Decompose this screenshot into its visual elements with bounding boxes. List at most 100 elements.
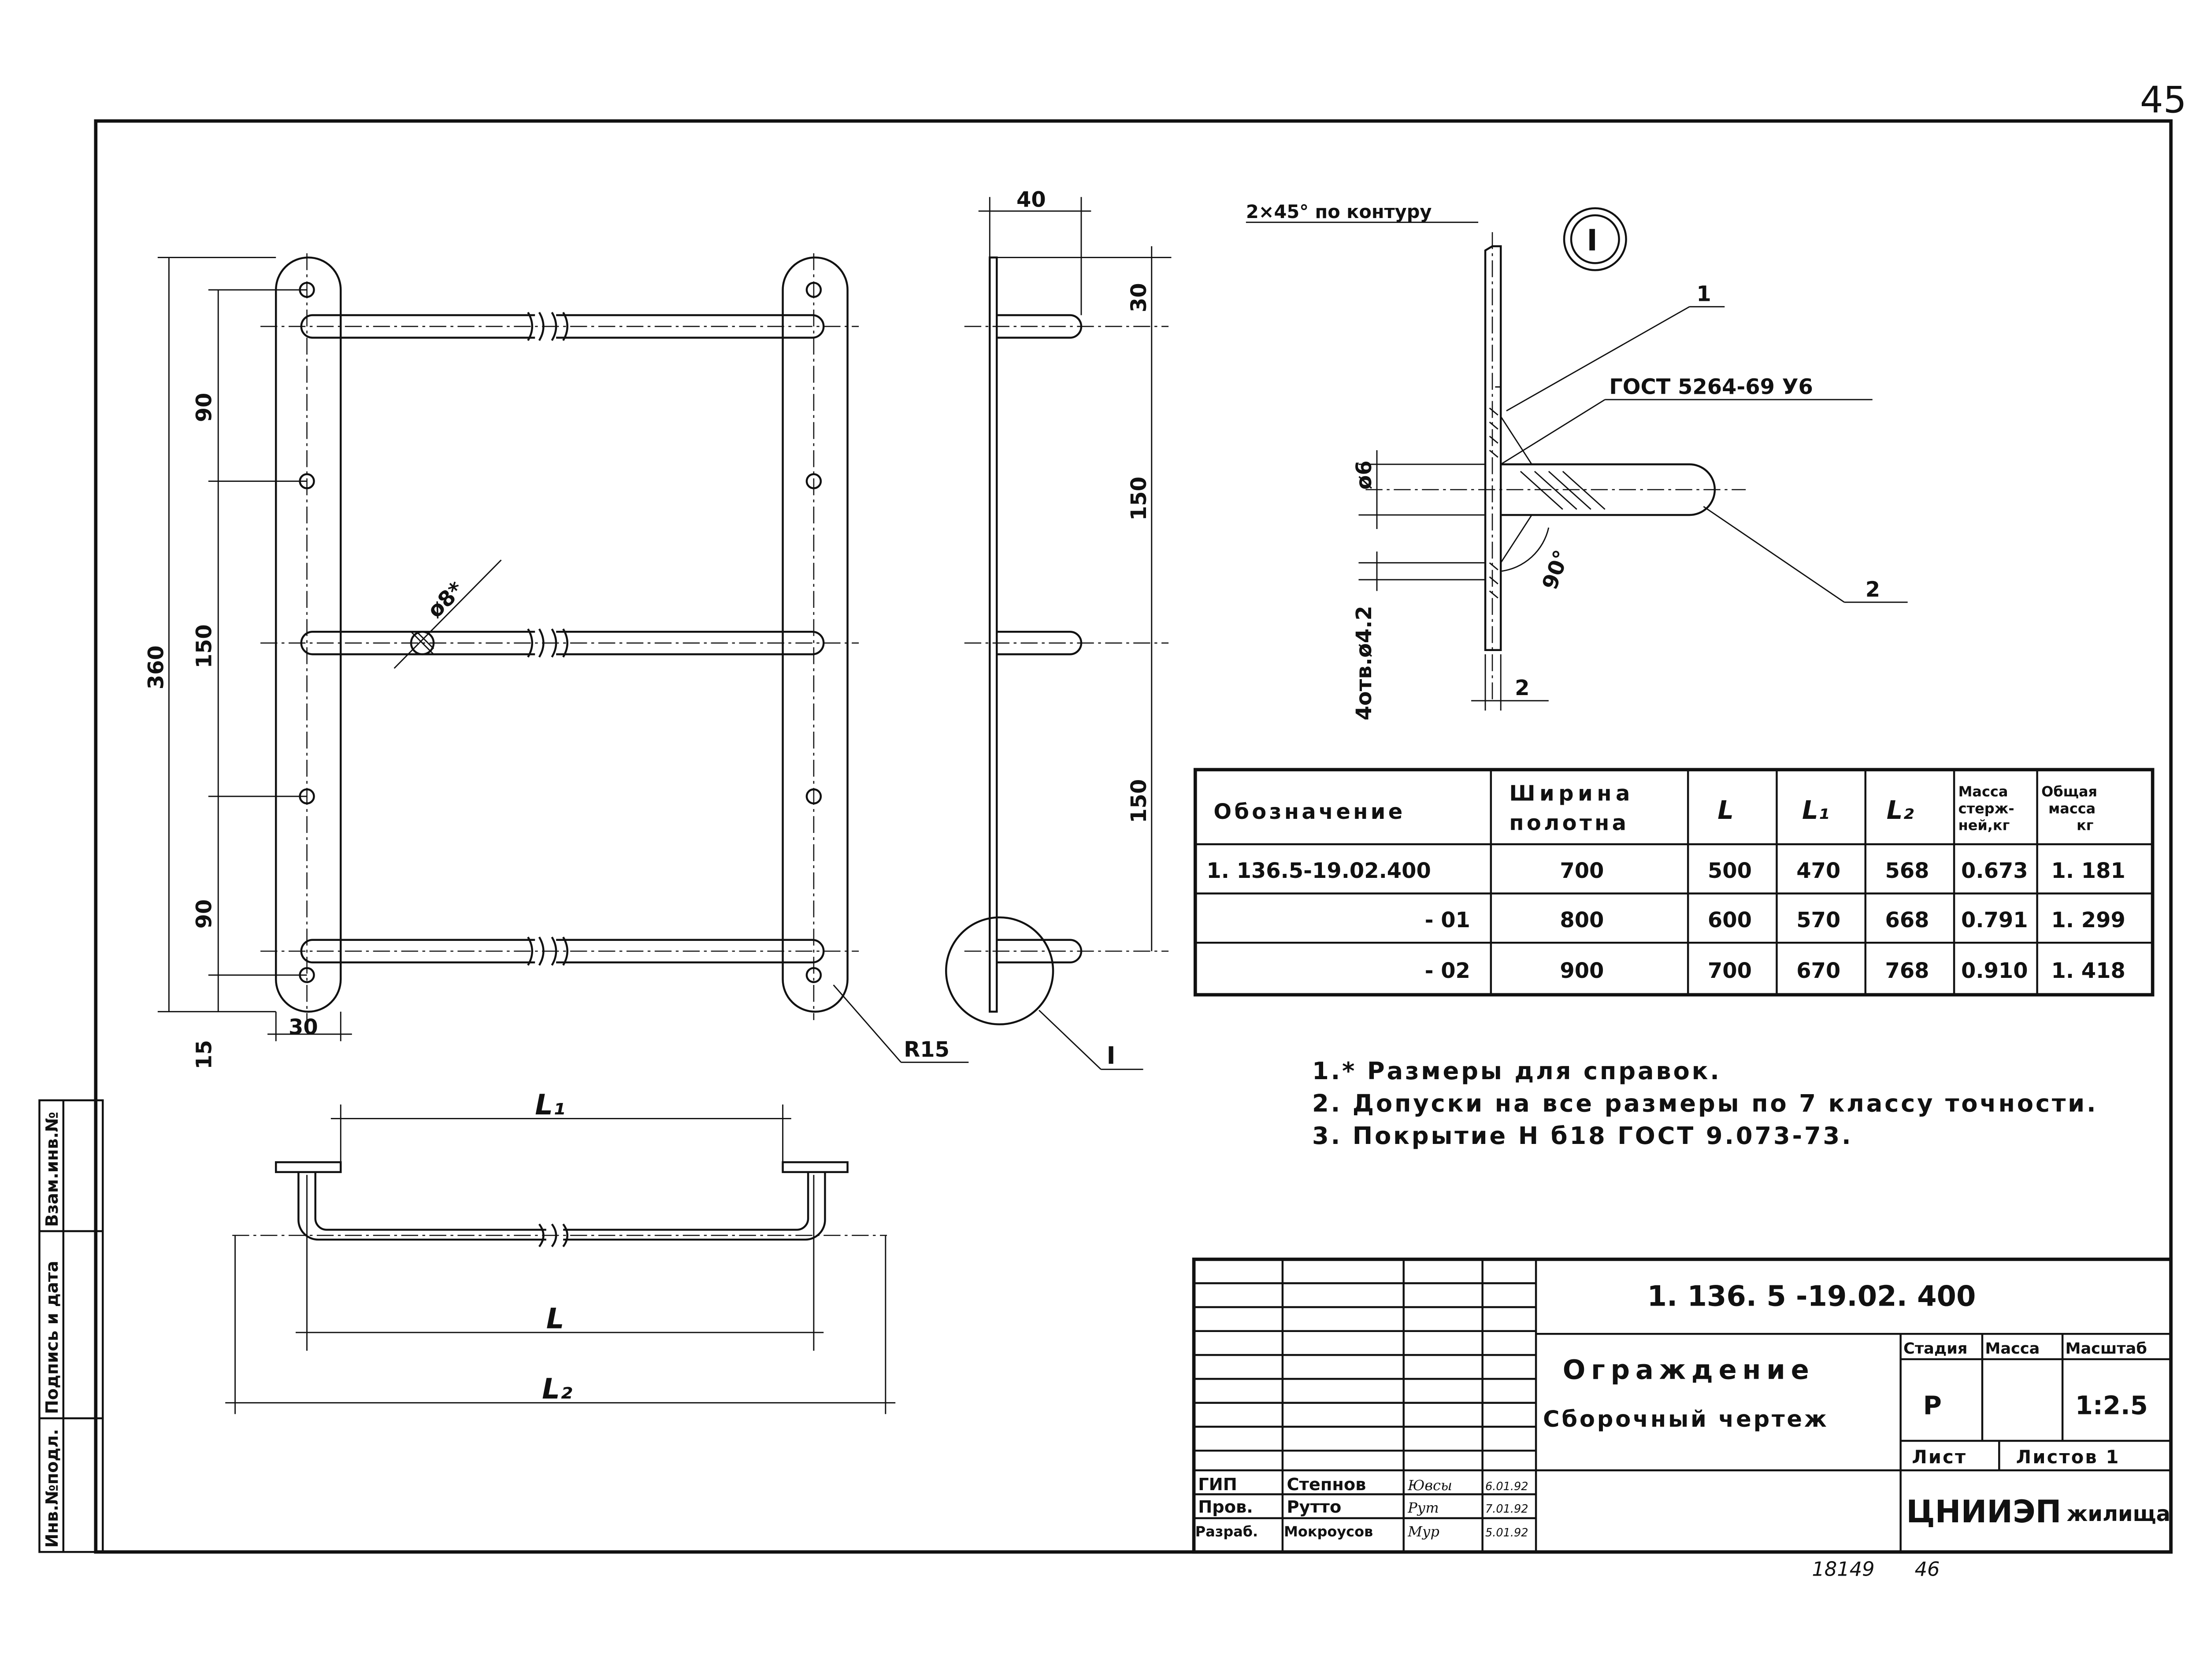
plan-l: L <box>546 1303 564 1335</box>
row2-total: 1. 418 <box>2051 959 2125 983</box>
weld-note: ГОСТ 5264-69 У6 <box>1609 375 1813 399</box>
strip-replace-inv: Взам.инв.№ <box>42 1112 62 1227</box>
title: Ограждение <box>1563 1354 1815 1385</box>
subtitle: Сборочный чертеж <box>1543 1406 1829 1432</box>
dim-40: 40 <box>1016 188 1046 212</box>
stage-label: Стадия <box>1903 1340 1967 1358</box>
row0-l1: 470 <box>1796 859 1840 883</box>
row2-designation: - 02 <box>1425 959 1470 983</box>
staff-sign-1: Рут <box>1407 1499 1439 1516</box>
row0-l: 500 <box>1708 859 1752 883</box>
plan-l2: L₂ <box>542 1373 572 1406</box>
leader-1: 1 <box>1696 282 1711 307</box>
detail-callout-circle <box>945 916 1054 1025</box>
staff-sign-2: Мур <box>1407 1523 1439 1540</box>
row2-l: 700 <box>1708 959 1752 983</box>
strip-inv-number: Инв.№подл. <box>42 1429 62 1548</box>
dim-150-top: 150 <box>192 624 216 668</box>
leader-2: 2 <box>1866 577 1880 602</box>
staff-date-1: 7.01.92 <box>1485 1502 1528 1516</box>
sheets-label: Листов 1 <box>2016 1446 2120 1468</box>
row0-total: 1. 181 <box>2051 859 2125 883</box>
row2-l2: 768 <box>1885 959 1929 983</box>
row0-width: 700 <box>1560 859 1604 883</box>
hdr-total-1: Общая <box>2041 783 2097 800</box>
staff-name-2: Мокроусов <box>1284 1523 1373 1540</box>
detail-mark: I <box>1587 223 1598 258</box>
row1-l1: 570 <box>1796 908 1840 933</box>
note-2: 2. Допуски на все размеры по 7 классу то… <box>1312 1090 2098 1118</box>
org-main: ЦНИИЭП <box>1906 1494 2061 1530</box>
stage-value: Р <box>1923 1391 1942 1420</box>
side-view: 40 30 150 150 I <box>945 188 1172 1070</box>
holes-label: 4отв.ø4.2 <box>1352 606 1376 720</box>
staff-date-0: 6.01.92 <box>1485 1480 1528 1493</box>
row2-l1: 670 <box>1796 959 1840 983</box>
staff-role-1: Пров. <box>1198 1497 1253 1517</box>
dim-90-top: 90 <box>192 393 216 422</box>
page-number: 45 <box>2140 79 2187 122</box>
hdr-width-2: полотна <box>1509 811 1629 836</box>
staff-sign-0: Ювсы <box>1407 1477 1452 1494</box>
notes: 1.* Размеры для справок. 2. Допуски на в… <box>1312 1057 2098 1150</box>
rods <box>300 311 825 966</box>
front-view: ø8* 360 90 150 90 15 30 R15 <box>145 253 969 1069</box>
scale-label: Масштаб <box>2066 1340 2147 1358</box>
detail-callout-label: I <box>1107 1042 1116 1069</box>
hdr-total-3: кг <box>2077 817 2093 834</box>
dim-150-side-bottom: 150 <box>1127 779 1151 823</box>
hdr-total-2: масса <box>2048 800 2096 817</box>
row2-mass: 0.910 <box>1961 959 2028 983</box>
mass-label: Масса <box>1985 1340 2040 1358</box>
row0-designation: 1. 136.5-19.02.400 <box>1206 859 1431 883</box>
dim-90-bottom: 90 <box>192 899 216 929</box>
sheet-frame <box>94 119 2173 1554</box>
row2-width: 900 <box>1560 959 1604 983</box>
thickness-label: 2 <box>1515 676 1529 700</box>
hdr-mass-2: стерж- <box>1958 800 2014 817</box>
hdr-designation: Обозначение <box>1213 800 1405 824</box>
staff-name-0: Степнов <box>1287 1475 1366 1495</box>
row1-mass: 0.791 <box>1961 908 2028 933</box>
dim-150-side-top: 150 <box>1127 477 1151 521</box>
note-1: 1.* Размеры для справок. <box>1312 1057 1721 1085</box>
note-3: 3. Покрытие Н б18 ГОСТ 9.073-73. <box>1312 1122 1853 1150</box>
hdr-mass-3: ней,кг <box>1958 817 2010 834</box>
row1-designation: - 01 <box>1425 908 1470 933</box>
chamfer-note: 2×45° по контуру <box>1246 201 1432 222</box>
rod-diameter-label: ø8* <box>423 577 468 623</box>
dim-30-side: 30 <box>1127 283 1151 312</box>
radius-label: R15 <box>904 1038 949 1062</box>
left-plate <box>275 256 342 1013</box>
staff-role-2: Разраб. <box>1195 1523 1258 1540</box>
row1-width: 800 <box>1560 908 1604 933</box>
detail-view: I 2×45° по контуру 1 ГОСТ 5264-69 У6 2 <box>1246 201 1908 720</box>
dim-plate-30: 30 <box>289 1015 318 1040</box>
staff-role-0: ГИП <box>1198 1475 1237 1495</box>
designation: 1. 136. 5 -19.02. 400 <box>1647 1280 1976 1313</box>
staff-name-1: Рутто <box>1287 1497 1342 1517</box>
sheet-label: Лист <box>1912 1446 1967 1468</box>
spec-table: Обозначение Ширина полотна L L₁ L₂ Масса… <box>1193 768 2155 997</box>
row1-total: 1. 299 <box>2051 908 2125 933</box>
plan-l1: L₁ <box>535 1089 565 1121</box>
dia-label: ø6 <box>1352 460 1376 489</box>
row0-mass: 0.673 <box>1961 859 2028 883</box>
right-plate <box>782 256 849 1013</box>
dim-15: 15 <box>192 1040 216 1069</box>
org-sub: жилища <box>2067 1502 2170 1526</box>
strip-signature-date: Подпись и дата <box>42 1261 62 1414</box>
dim-360: 360 <box>145 645 169 689</box>
row1-l2: 668 <box>1885 908 1929 933</box>
scale-value: 1:2.5 <box>2075 1391 2148 1420</box>
hdr-l: L <box>1717 796 1734 825</box>
hdr-l2: L₂ <box>1887 796 1914 825</box>
hdr-l1: L₁ <box>1802 796 1829 825</box>
staff-date-2: 5.01.92 <box>1485 1526 1528 1539</box>
title-block: 1. 136. 5 -19.02. 400 Ограждение Сборочн… <box>1192 1258 2173 1554</box>
footer-right-number: 46 <box>1915 1558 1940 1581</box>
side-strip: Инв.№подл. Подпись и дата Взам.инв.№ <box>38 1099 104 1553</box>
row1-l: 600 <box>1708 908 1752 933</box>
